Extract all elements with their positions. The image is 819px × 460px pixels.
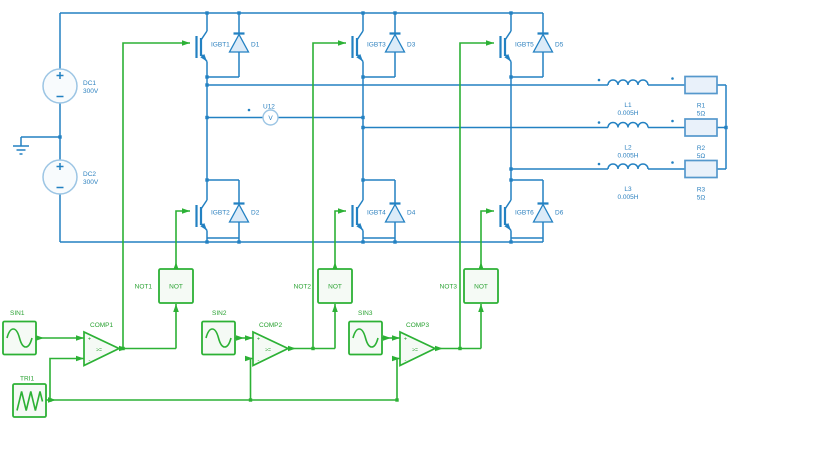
r3-label: R3 (697, 187, 706, 194)
minus-input-label: - (258, 358, 260, 364)
not2-label: NOT2 (294, 284, 312, 291)
sine-wave-icon (6, 328, 33, 348)
voltmeter-label: U12 (263, 104, 275, 111)
inductor-l1[interactable]: L1 0.005H (597, 78, 649, 117)
r3-value: 5Ω (697, 195, 706, 202)
not-gate-text: NOT (474, 284, 488, 291)
ground-symbol[interactable] (13, 136, 60, 155)
comp3-label: COMP3 (406, 322, 430, 329)
not1-to-igbt2-gate-wire[interactable] (175, 210, 190, 269)
power-circuit: DC1 300V DC2 300V IGBT1 D1 IGBT2 D2 I (13, 11, 728, 244)
l1-value: 0.005H (618, 110, 639, 117)
d1-label: D1 (251, 42, 260, 49)
polarity-dot-icon (671, 77, 674, 80)
triangle-source-tri1[interactable]: TRI1 (12, 376, 47, 418)
comp1-to-igbt1-gate-wire[interactable] (122, 42, 190, 349)
sin1-label: SIN1 (10, 310, 25, 317)
r1-value: 5Ω (697, 111, 706, 118)
sin2-label: SIN2 (212, 310, 227, 317)
igbt3-label: IGBT3 (367, 42, 386, 49)
not3-label: NOT3 (440, 284, 458, 291)
d6-label: D6 (555, 210, 564, 217)
comparator-comp2[interactable]: + - >= COMP2 (252, 322, 290, 367)
tri1-label: TRI1 (20, 376, 34, 383)
not-gate-text: NOT (169, 284, 183, 291)
resistor-r2[interactable]: R2 5Ω (671, 118, 718, 160)
minus-input-label: - (405, 358, 407, 364)
dc2-value: 300V (83, 179, 99, 186)
resistor-r3[interactable]: R3 5Ω (671, 159, 718, 202)
inductor-l2[interactable]: L2 0.005H (597, 121, 649, 160)
op-label: >= (265, 348, 271, 354)
igbt6-label: IGBT6 (515, 210, 534, 217)
control-circuit: SIN1 SIN2 SIN3 TRI1 + - >= COMP1 + (2, 40, 499, 418)
not3-to-igbt6-gate-wire[interactable] (480, 210, 494, 269)
dc-source-2[interactable]: DC2 300V (42, 159, 99, 195)
plus-icon (56, 163, 64, 170)
triangle-wave-icon (16, 391, 44, 411)
l3-value: 0.005H (618, 194, 639, 201)
dc1-label: DC1 (83, 80, 96, 87)
not2-to-igbt4-gate-wire[interactable] (334, 210, 346, 269)
op-label: >= (96, 348, 102, 354)
not-gate-not1[interactable]: NOT NOT1 (135, 268, 194, 304)
polarity-dot-icon (597, 121, 601, 124)
comp2-to-igbt3-gate-wire[interactable] (312, 42, 346, 349)
polarity-dot-icon (671, 161, 674, 164)
plus-input-label: + (88, 337, 92, 343)
sine-source-sin1[interactable]: SIN1 (2, 310, 37, 356)
sine-source-sin2[interactable]: SIN2 (201, 310, 236, 356)
resistor-r1[interactable]: R1 5Ω (671, 75, 718, 118)
tri-to-comp1-wire[interactable] (49, 357, 84, 401)
r2-value: 5Ω (697, 153, 706, 160)
dc2-label: DC2 (83, 171, 96, 178)
comparator-comp1[interactable]: + - >= COMP1 (83, 322, 121, 367)
polarity-dot-icon (247, 108, 251, 112)
l2-label: L2 (624, 145, 632, 152)
plus-icon (56, 72, 64, 79)
sine-source-sin3[interactable]: SIN3 (348, 310, 383, 356)
igbt5-label: IGBT5 (515, 42, 534, 49)
igbt2-label: IGBT2 (211, 210, 230, 217)
l1-label: L1 (624, 102, 632, 109)
op-label: >= (412, 348, 418, 354)
comp3-to-igbt5-gate-wire[interactable] (459, 42, 494, 349)
igbt1-label: IGBT1 (211, 42, 230, 49)
d4-label: D4 (407, 210, 416, 217)
d3-label: D3 (407, 42, 416, 49)
r2-label: R2 (697, 145, 706, 152)
not-gate-not3[interactable]: NOT NOT3 (440, 268, 499, 304)
plus-input-label: + (257, 337, 261, 343)
not-gate-text: NOT (328, 284, 342, 291)
d2-label: D2 (251, 210, 260, 217)
sine-wave-icon (205, 328, 232, 348)
voltmeter-u12[interactable]: V U12 (207, 104, 363, 126)
dc1-value: 300V (83, 88, 99, 95)
comp2-label: COMP2 (259, 322, 283, 329)
polarity-dot-icon (597, 78, 601, 82)
comparator-comp3[interactable]: + - >= COMP3 (399, 322, 437, 367)
inductor-l3[interactable]: L3 0.005H (597, 162, 649, 201)
voltmeter-glyph: V (268, 115, 273, 122)
igbt4-label: IGBT4 (367, 210, 386, 217)
not1-label: NOT1 (135, 284, 153, 291)
plus-input-label: + (404, 337, 408, 343)
sin3-label: SIN3 (358, 310, 373, 317)
polarity-dot-icon (671, 119, 674, 123)
polarity-dot-icon (597, 162, 601, 166)
r1-label: R1 (697, 103, 706, 110)
d5-label: D5 (555, 42, 564, 49)
dc-source-1[interactable]: DC1 300V (42, 68, 99, 104)
minus-input-label: - (89, 358, 91, 364)
sine-wave-icon (352, 328, 379, 348)
comp1-label: COMP1 (90, 322, 114, 329)
not-gate-not2[interactable]: NOT NOT2 (294, 268, 353, 304)
l2-value: 0.005H (618, 153, 639, 160)
l3-label: L3 (624, 186, 632, 193)
